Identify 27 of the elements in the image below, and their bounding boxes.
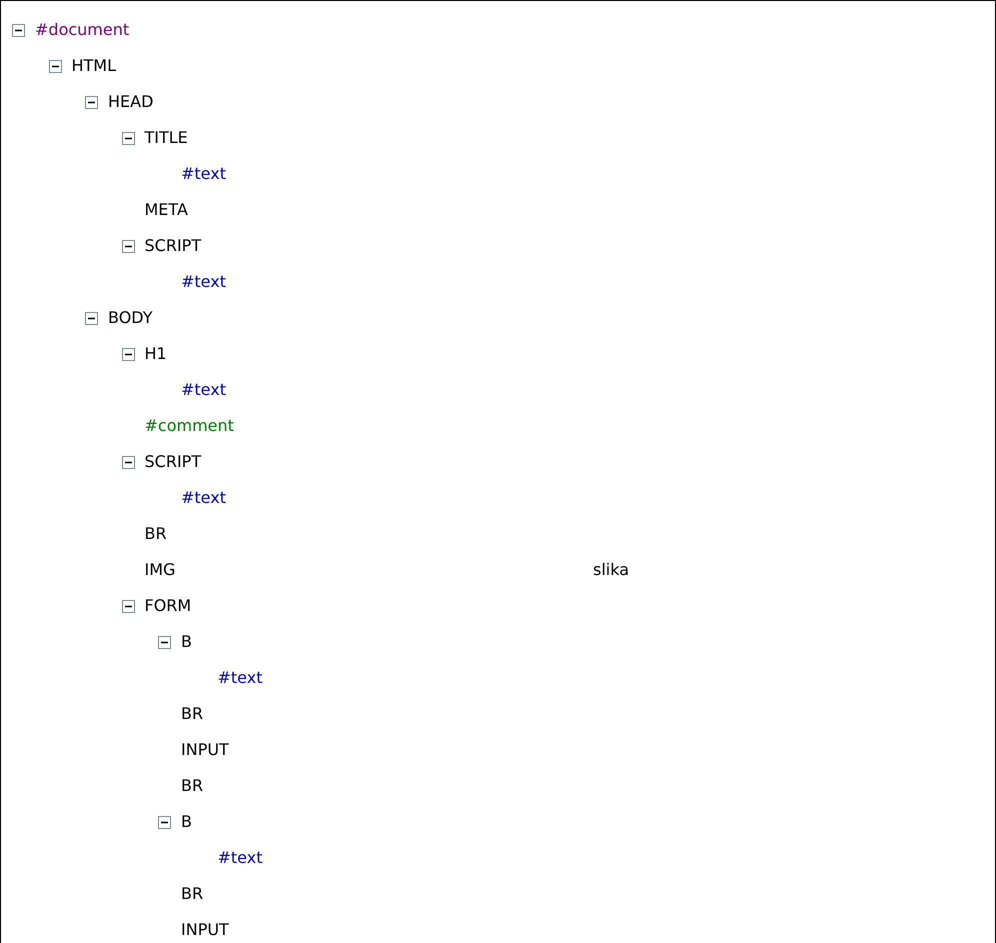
tree-node-label: #text [181, 487, 226, 509]
tree-node-label: INPUT [181, 919, 229, 941]
tree-node-label: BODY [108, 307, 153, 329]
tree-node-label: H1 [144, 343, 167, 365]
tree-node-label: B [181, 811, 192, 833]
tree-node-label: #text [218, 847, 262, 869]
tree-node-label: #text [181, 379, 226, 401]
tree-node-label: HTML [72, 55, 116, 77]
tree-node-label: #text [218, 667, 262, 689]
tree-node-label: TITLE [144, 127, 188, 149]
tree-node-label: META [144, 199, 188, 221]
tree-node-label: #text [181, 163, 226, 185]
tree-node-label: IMG [144, 559, 176, 581]
tree-node-label: BR [181, 883, 204, 905]
node-value: slika [593, 559, 630, 581]
tree-node-label: BR [181, 703, 204, 725]
tree-node-label: SCRIPT [144, 451, 202, 473]
tree-node-label: B [181, 631, 192, 653]
tree-node-label: FORM [144, 595, 192, 617]
tree-node-label: HEAD [108, 91, 154, 113]
tree-node-label: INPUT [181, 739, 229, 761]
tree-node-label: BR [144, 523, 167, 545]
tree-node-label: BR [181, 775, 204, 797]
tree-node-label: #comment [144, 415, 234, 437]
tree-node-label: SCRIPT [144, 235, 202, 257]
tree-node-label: #text [181, 271, 226, 293]
tree-node-label: #document [35, 19, 130, 41]
